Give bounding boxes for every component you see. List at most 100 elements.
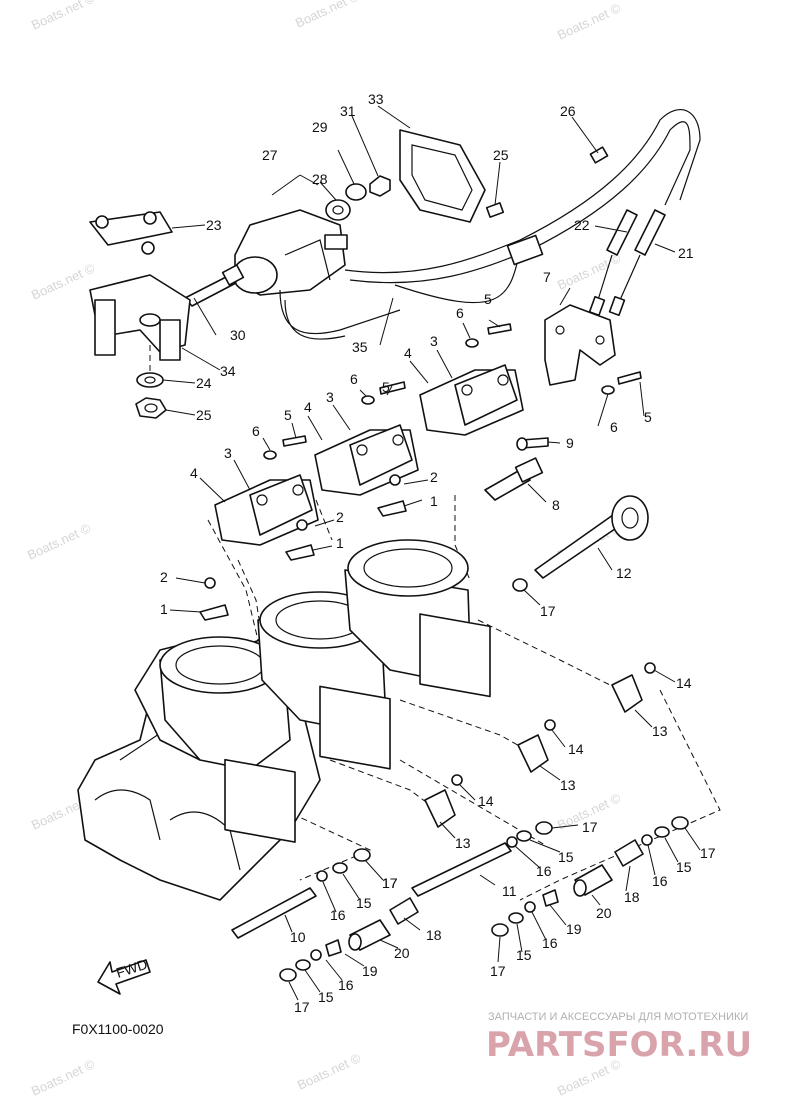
callout-label: 20 (596, 905, 612, 921)
callout-label: 2 (430, 469, 438, 485)
bracket-23 (89, 211, 173, 255)
callout-label: 17 (382, 875, 398, 891)
callout-label: 4 (404, 345, 412, 361)
shaft-11 (411, 842, 512, 897)
cable-21 (608, 209, 666, 317)
wire-harness (344, 109, 701, 304)
callout-label: 13 (455, 835, 471, 851)
callout-label: 4 (304, 399, 312, 415)
collar-30 (345, 183, 367, 201)
brand-block: ЗАПЧАСТИ И АКСЕССУАРЫ ДЛЯ МОТОТЕХНИКИ PA… (486, 1011, 752, 1065)
callout-label: 15 (558, 849, 574, 865)
drawing-code: F0X1100-0020 (72, 1021, 164, 1037)
cable-22 (588, 209, 638, 317)
bracket-7 (544, 304, 616, 386)
callout-label: 22 (574, 217, 590, 233)
callout-label: 31 (340, 103, 356, 119)
callout-label: 19 (566, 921, 582, 937)
watermark: Boats.net © (555, 0, 623, 43)
cover-34 (399, 129, 486, 223)
callout-label: 16 (652, 873, 668, 889)
solenoid-assembly (232, 209, 401, 340)
callout-label: 10 (290, 929, 306, 945)
callout-label: 25 (493, 147, 509, 163)
callout-label: 21 (678, 245, 694, 261)
lever-18-left (389, 897, 419, 925)
fasteners (204, 323, 689, 982)
callout-label: 13 (652, 723, 668, 739)
callout-label: 18 (624, 889, 640, 905)
nut-25 (135, 397, 167, 419)
throttle-shaft-12 (534, 495, 649, 579)
collar-20-right (573, 864, 613, 897)
callout-label: 18 (426, 927, 442, 943)
watermark: Boats.net © (25, 520, 93, 563)
callout-label: 17 (700, 845, 716, 861)
callout-label: 12 (616, 565, 632, 581)
watermark: Boats.net © (555, 250, 623, 293)
callout-label: 14 (478, 793, 494, 809)
callout-label: 1 (160, 601, 168, 617)
sensor-31 (184, 264, 245, 307)
callout-label: 30 (230, 327, 246, 343)
leader-lines (162, 105, 701, 1001)
callout-label: 6 (456, 305, 464, 321)
bolt-9 (516, 437, 549, 451)
cylinder-rear (159, 636, 291, 771)
brand-logo: PARTSFOR.RU (486, 1025, 752, 1065)
watermark: Boats.net © (29, 0, 97, 33)
callout-label: 11 (502, 883, 517, 899)
watermark: Boats.net © (29, 1056, 97, 1099)
callout-numbers: 27 28 29 31 33 25 26 22 21 23 30 34 24 2… (160, 91, 716, 1015)
callout-label: 1 (430, 493, 438, 509)
callout-label: 1 (336, 535, 344, 551)
callout-label: 5 (382, 379, 390, 395)
callout-label: 3 (430, 333, 438, 349)
callout-label: 34 (220, 363, 236, 379)
bracket-33 (89, 274, 191, 361)
callout-label: 6 (350, 371, 358, 387)
callout-label: 5 (484, 291, 492, 307)
callout-label: 14 (676, 675, 692, 691)
callout-label: 5 (644, 409, 652, 425)
callout-label: 3 (326, 389, 334, 405)
collar-20-left (348, 919, 391, 951)
callout-label: 26 (560, 103, 576, 119)
callout-label: 4 (190, 465, 198, 481)
callout-label: 25 (196, 407, 212, 423)
watermarks: Boats.net © Boats.net © Boats.net © Boat… (25, 0, 623, 1099)
sensor-8 (484, 457, 544, 501)
callout-label: 28 (312, 171, 328, 187)
washer-24 (136, 372, 164, 388)
callout-label: 15 (318, 989, 334, 1005)
watermark: Boats.net © (29, 260, 97, 303)
clips-13 (424, 674, 643, 828)
forward-arrow: FWD (97, 956, 151, 995)
callout-label: 15 (676, 859, 692, 875)
callout-label: 6 (610, 419, 618, 435)
lever-18-right (614, 839, 644, 867)
clamps-1 (199, 500, 407, 621)
callout-label: 15 (356, 895, 372, 911)
callout-label: 33 (368, 91, 384, 107)
exhaust-cover-1 (214, 474, 319, 546)
callout-label: 9 (566, 435, 574, 451)
callout-label: 16 (330, 907, 346, 923)
brand-tagline: ЗАПЧАСТИ И АКСЕССУАРЫ ДЛЯ МОТОТЕХНИКИ (488, 1011, 748, 1023)
callout-label: 17 (490, 963, 506, 979)
callout-label: 27 (262, 147, 278, 163)
callout-label: 35 (352, 339, 368, 355)
callout-label: 17 (382, 875, 398, 891)
nut-32 (369, 175, 391, 197)
callout-label: 19 (362, 963, 378, 979)
exhaust-cover-3 (419, 364, 524, 436)
grommet-29 (325, 199, 351, 221)
callout-label: 5 (284, 407, 292, 423)
callout-label: 16 (338, 977, 354, 993)
callout-label: 2 (160, 569, 168, 585)
callout-label: 2 (336, 509, 344, 525)
callout-label: 16 (536, 863, 552, 879)
callout-label: 6 (252, 423, 260, 439)
